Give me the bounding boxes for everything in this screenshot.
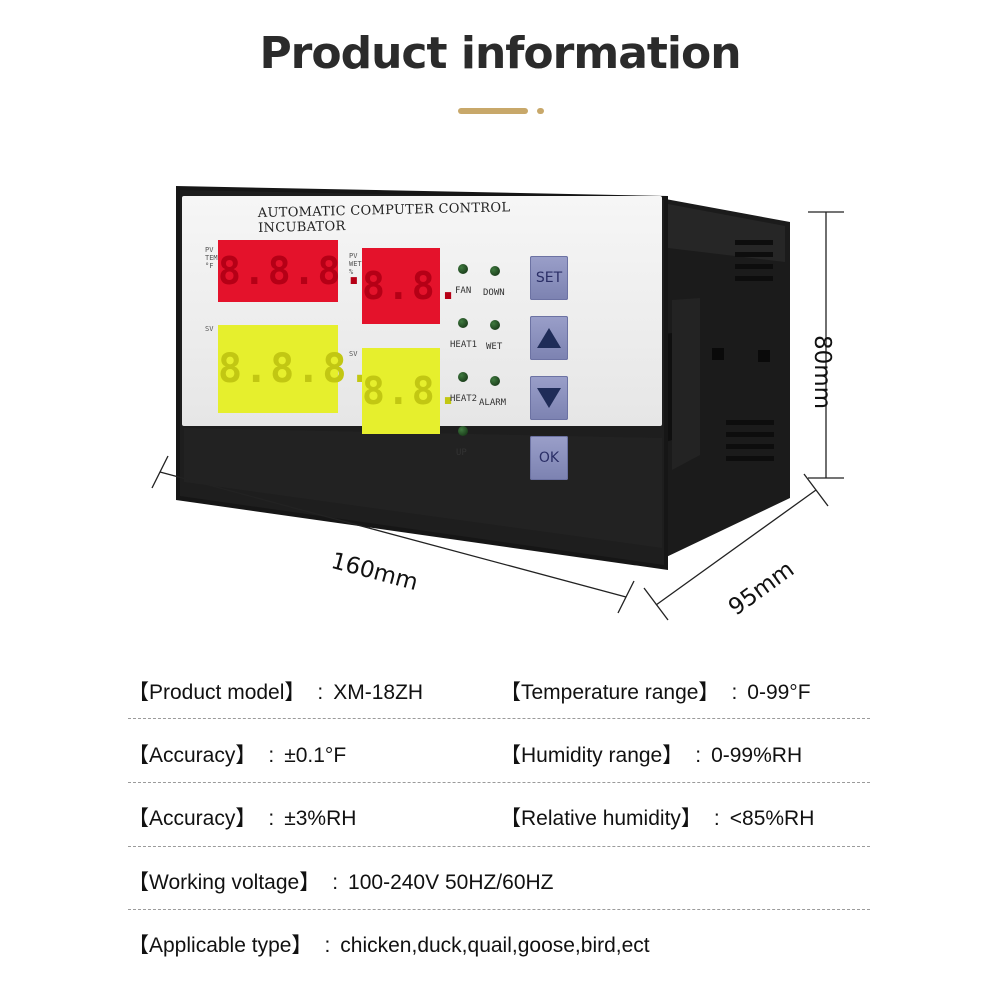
spec-label: 【Relative humidity】	[500, 807, 702, 830]
spec-value: 0-99°F	[747, 681, 811, 704]
alarm-indicator-led	[490, 376, 500, 386]
heat2-indicator-label: HEAT2	[450, 394, 478, 404]
alarm-indicator-label: ALARM	[479, 398, 507, 408]
heat2-indicator-led	[458, 372, 468, 382]
sv-temp-label: SV	[205, 325, 214, 333]
sv-wet-label: SV	[349, 350, 358, 358]
spec-label: 【Working voltage】	[128, 871, 321, 894]
page-title: Product information	[259, 28, 741, 79]
incubator-controller-image: AUTOMATIC COMPUTER CONTROL INCUBATOR PV …	[151, 186, 844, 621]
spec-accuracy-humidity: 【Accuracy】: ±3%RH	[128, 802, 356, 832]
spec-applicable-type: 【Applicable type】: chicken,duck,quail,goo…	[128, 929, 650, 959]
down-indicator-led	[490, 266, 500, 276]
wet-indicator-led	[490, 320, 500, 330]
spec-product-model: 【Product model】: XM-18ZH	[128, 676, 423, 706]
title-accent-dot	[537, 108, 544, 114]
spec-divider	[128, 782, 870, 783]
pv-temp-label: PV TEM °F	[205, 246, 218, 270]
spec-divider	[128, 909, 870, 910]
spec-row: 【Accuracy】:±0.1°F 【Humidity range】:0-99%…	[128, 739, 870, 801]
up-button[interactable]	[530, 316, 568, 360]
spec-colon: :	[268, 744, 275, 767]
spec-colon: :	[695, 744, 702, 767]
spec-label: 【Humidity range】	[500, 744, 684, 767]
spec-label: 【Accuracy】	[128, 807, 257, 830]
spec-relative-humidity: 【Relative humidity】: <85%RH	[500, 802, 814, 832]
heat1-indicator-led	[458, 318, 468, 328]
dimension-lines	[151, 211, 844, 621]
spec-label: 【Product model】	[128, 681, 306, 704]
spec-divider	[128, 718, 870, 719]
down-button[interactable]	[530, 376, 568, 420]
pv-wet-label: PV WET %	[349, 252, 362, 276]
spec-value: ±3%RH	[284, 807, 357, 830]
spec-colon: :	[324, 934, 331, 957]
set-button[interactable]: SET	[530, 256, 568, 300]
spec-working-voltage: 【Working voltage】:100-240V 50HZ/60HZ	[128, 866, 554, 896]
fan-indicator-label: FAN	[455, 286, 472, 296]
spec-row: 【Accuracy】: ±3%RH 【Relative humidity】: <85…	[128, 802, 870, 864]
spec-row: 【Applicable type】: chicken,duck,quail,goo…	[128, 929, 870, 991]
spec-colon: :	[317, 681, 324, 704]
spec-colon: :	[731, 681, 738, 704]
up-indicator-label: UP	[456, 448, 467, 458]
heat1-indicator-label: HEAT1	[450, 340, 478, 350]
spec-value: XM-18ZH	[333, 681, 424, 704]
fan-indicator-led	[458, 264, 468, 274]
down-indicator-label: DOWN	[483, 288, 505, 298]
spec-label: 【Applicable type】	[128, 934, 313, 957]
spec-accuracy-temp: 【Accuracy】: ±0.1°F	[128, 739, 346, 769]
spec-value: chicken,duck,quail,goose,bird,ect	[340, 934, 650, 957]
spec-label: 【Accuracy】	[128, 744, 257, 767]
spec-divider	[128, 846, 870, 847]
wet-indicator-label: WET	[486, 342, 503, 352]
triangle-up-icon	[537, 328, 561, 348]
spec-row: 【Working voltage】:100-240V 50HZ/60HZ	[128, 866, 870, 928]
spec-value: ±0.1°F	[284, 744, 347, 767]
title-accent-bar	[458, 108, 528, 114]
sv-temperature-display: 8.8.8.8.	[218, 325, 425, 413]
spec-label: 【Temperature range】	[500, 681, 720, 704]
spec-value: <85%RH	[729, 807, 815, 830]
triangle-down-icon	[537, 388, 561, 408]
spec-temperature-range: 【Temperature range】:0-99°F	[500, 676, 811, 706]
spec-value: 0-99%RH	[711, 744, 803, 767]
spec-value: 100-240V 50HZ/60HZ	[348, 871, 554, 894]
up-indicator-led	[458, 426, 468, 436]
spec-colon: :	[332, 871, 339, 894]
spec-row: 【Product model】: XM-18ZH 【Temperature ran…	[128, 676, 870, 738]
spec-colon: :	[713, 807, 720, 830]
spec-humidity-range: 【Humidity range】:0-99%RH	[500, 739, 802, 769]
spec-colon: :	[268, 807, 275, 830]
ok-button[interactable]: OK	[530, 436, 568, 480]
height-dimension-label: 80mm	[809, 335, 835, 410]
